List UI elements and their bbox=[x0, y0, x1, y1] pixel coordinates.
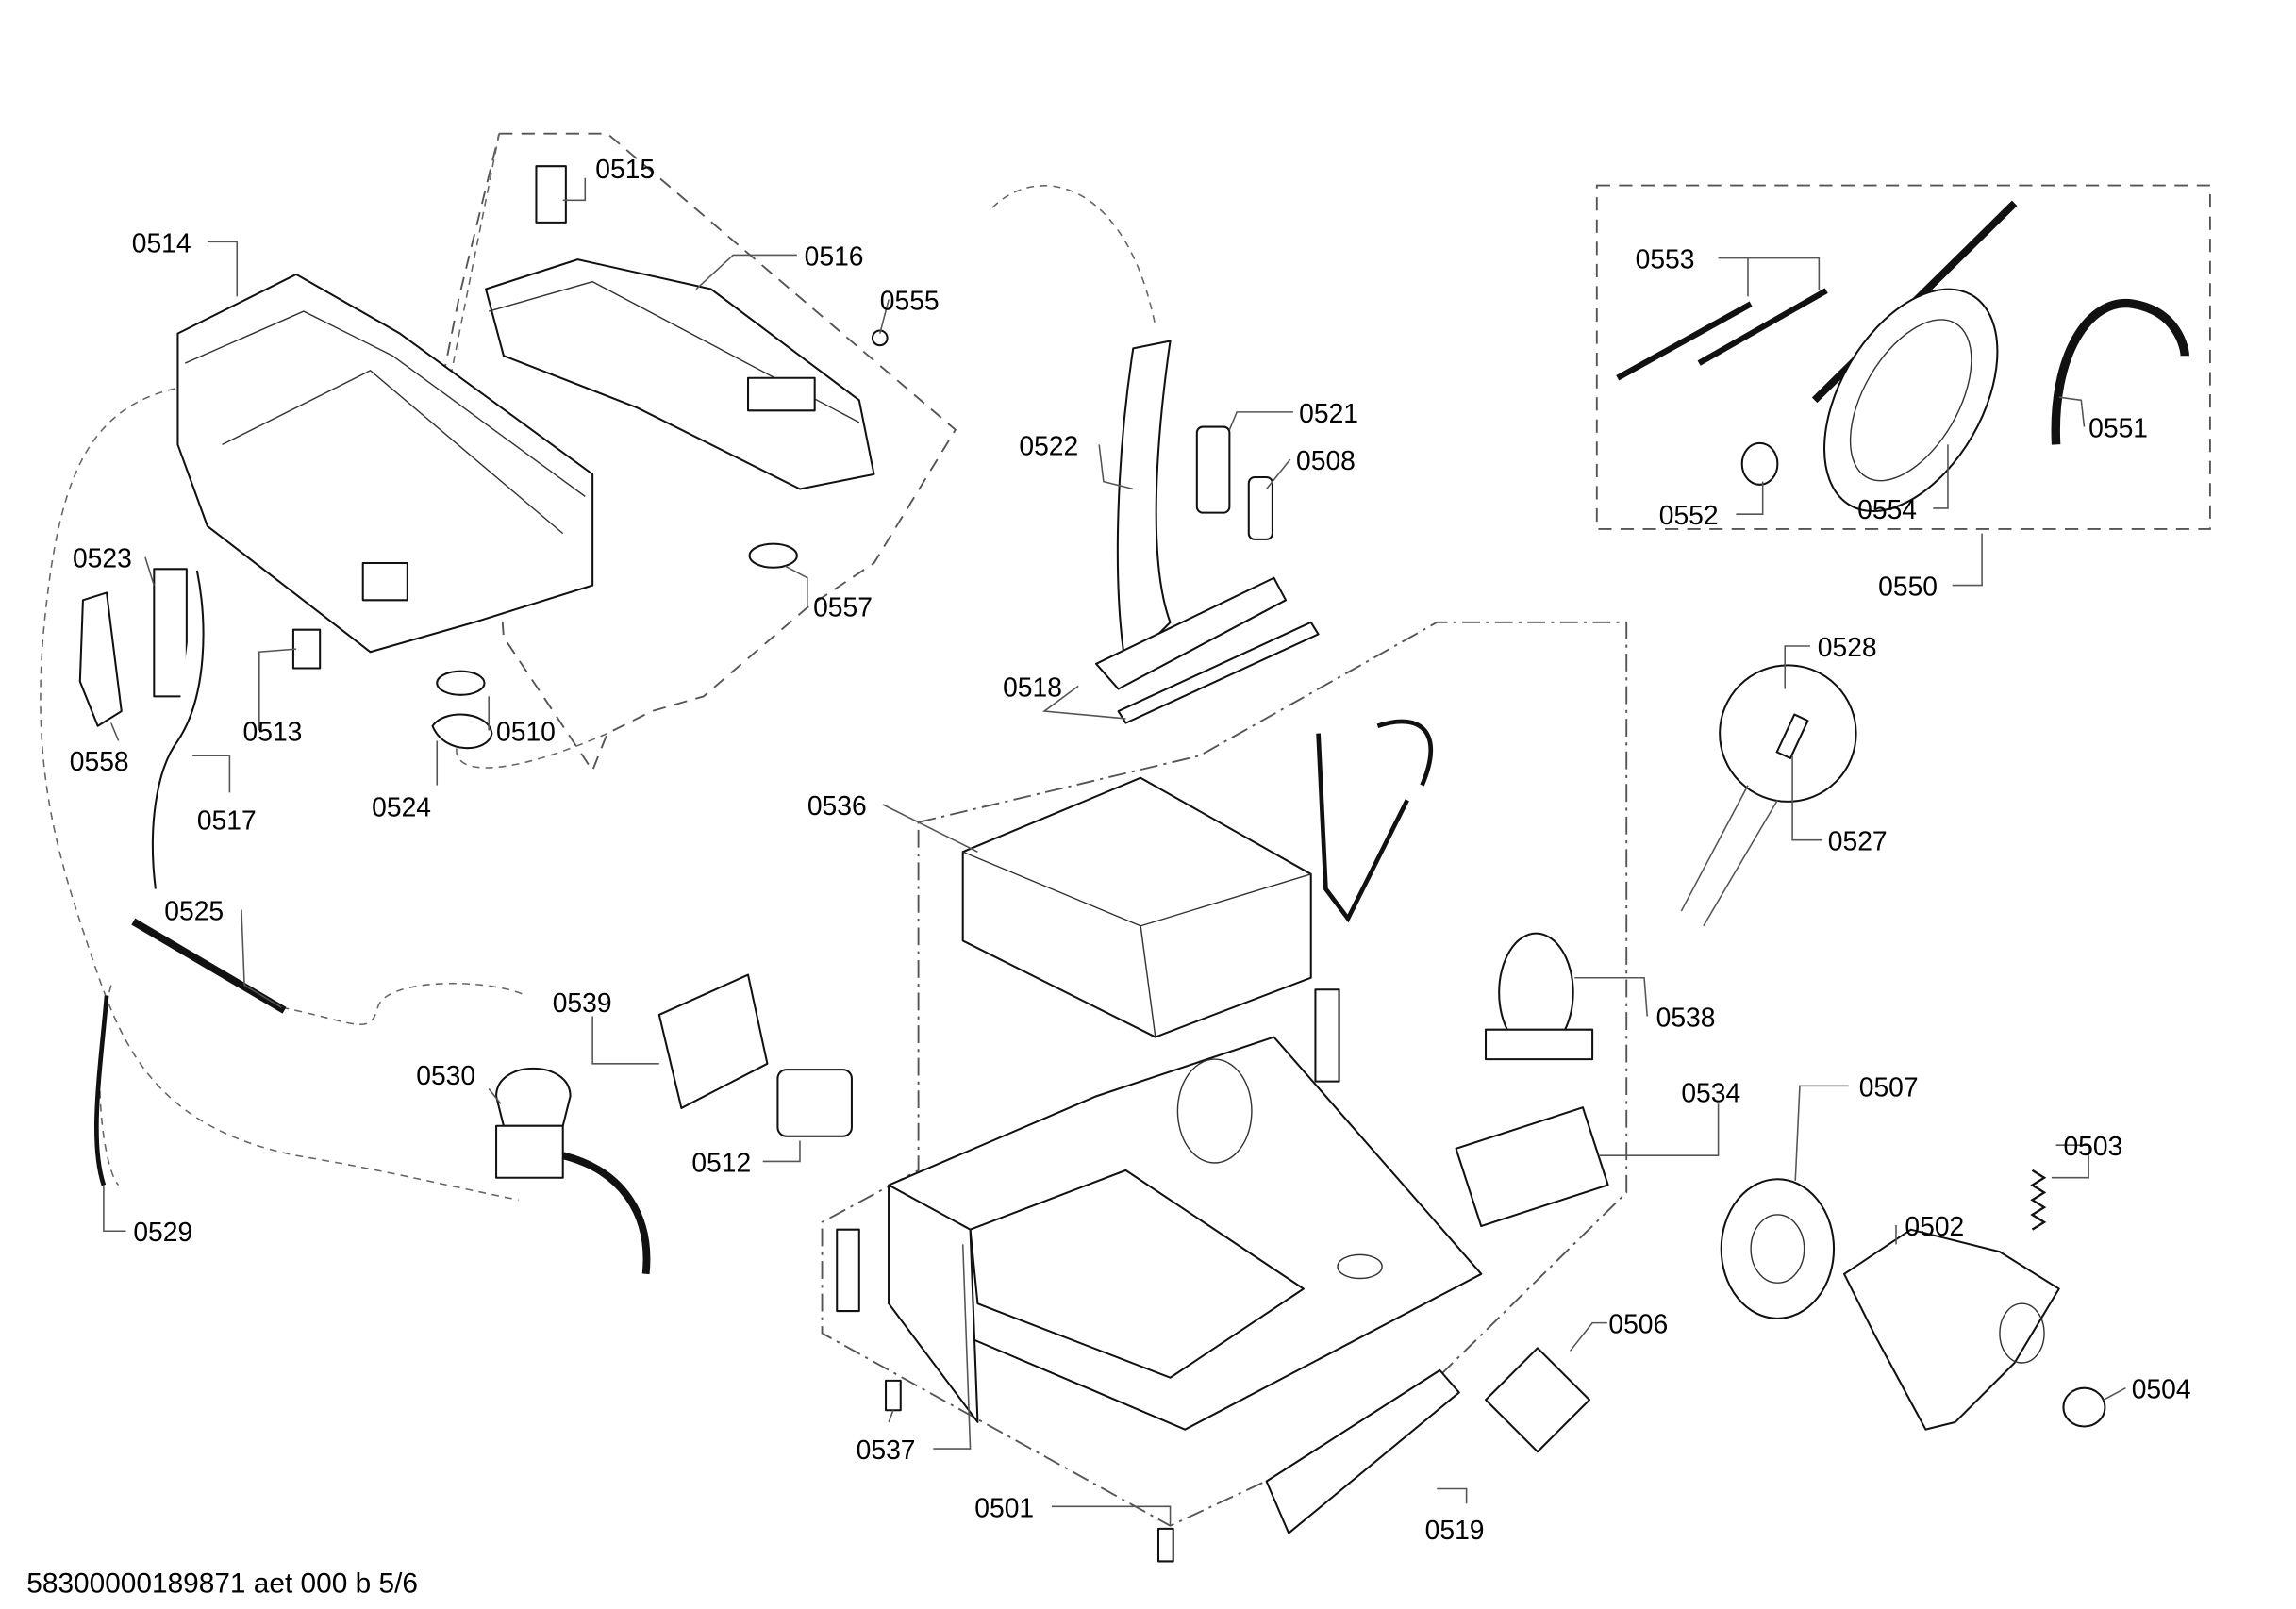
hose-coil-inner bbox=[1849, 319, 1972, 482]
pipe-part-refrigerant bbox=[1316, 719, 1434, 923]
screw-part-0537 bbox=[885, 1379, 902, 1412]
pump-part bbox=[495, 1068, 651, 1275]
part-label-0510[interactable]: 0510 bbox=[496, 716, 556, 746]
valve-part-0512 bbox=[776, 1069, 853, 1137]
part-label-0523[interactable]: 0523 bbox=[73, 543, 132, 573]
part-label-0513[interactable]: 0513 bbox=[243, 716, 303, 746]
bracket-part-0523 bbox=[153, 568, 188, 698]
part-label-0527[interactable]: 0527 bbox=[1828, 826, 1888, 856]
part-label-0554[interactable]: 0554 bbox=[1857, 494, 1917, 524]
part-label-0557[interactable]: 0557 bbox=[813, 592, 873, 622]
part-label-0551[interactable]: 0551 bbox=[2088, 413, 2148, 443]
part-label-0553[interactable]: 0553 bbox=[1636, 244, 1695, 274]
holder-part-0558 bbox=[78, 591, 123, 727]
part-number-labels: 0515 0514 0516 0555 0553 0521 0522 0508 … bbox=[70, 154, 2191, 1545]
group-outline-base-assembly bbox=[821, 621, 1628, 1527]
pulley-part-0504 bbox=[2062, 1386, 2106, 1428]
part-label-0524[interactable]: 0524 bbox=[372, 792, 431, 822]
part-label-0550[interactable]: 0550 bbox=[1878, 572, 1938, 602]
switch-part-0513 bbox=[291, 628, 322, 670]
hose-coil-part-0554 bbox=[1823, 288, 1999, 513]
part-label-0514[interactable]: 0514 bbox=[132, 227, 191, 257]
group-outline-kit-0550 bbox=[1595, 184, 2211, 530]
part-label-0518[interactable]: 0518 bbox=[1003, 672, 1062, 702]
tank-cover-part bbox=[485, 258, 875, 490]
detail-leader-a bbox=[1680, 785, 1749, 912]
part-label-0555[interactable]: 0555 bbox=[880, 286, 940, 316]
cable-tie-part-2 bbox=[1697, 288, 1828, 366]
filter-insert-part bbox=[535, 165, 567, 224]
part-label-0522[interactable]: 0522 bbox=[1019, 430, 1078, 460]
part-label-0528[interactable]: 0528 bbox=[1818, 632, 1877, 662]
tube-part-0525 bbox=[131, 918, 287, 1014]
part-label-0529[interactable]: 0529 bbox=[133, 1217, 192, 1247]
part-label-0515[interactable]: 0515 bbox=[595, 154, 655, 184]
cable-tie-part-1 bbox=[1616, 301, 1753, 381]
sensor-part-0527 bbox=[1775, 713, 1809, 760]
spring-part-0503 bbox=[2030, 1169, 2047, 1231]
part-label-0503[interactable]: 0503 bbox=[2063, 1131, 2122, 1161]
base-housing-part bbox=[888, 1036, 1483, 1431]
part-label-0530[interactable]: 0530 bbox=[416, 1060, 475, 1090]
leader-lines bbox=[103, 177, 2126, 1526]
seal-part-0510 bbox=[436, 670, 486, 696]
capacitor-part-0508 bbox=[1247, 475, 1273, 540]
frame-part-0518 bbox=[1095, 576, 1288, 690]
part-label-0538[interactable]: 0538 bbox=[1656, 1003, 1716, 1033]
water-tank-part bbox=[176, 273, 594, 654]
part-label-0558[interactable]: 0558 bbox=[70, 746, 129, 776]
cable-part-0529 bbox=[94, 995, 109, 1186]
fan-wheel-part-0507 bbox=[1720, 1178, 1836, 1319]
part-label-0516[interactable]: 0516 bbox=[805, 241, 864, 271]
part-label-0539[interactable]: 0539 bbox=[553, 987, 612, 1018]
part-label-0519[interactable]: 0519 bbox=[1425, 1515, 1485, 1545]
bracket-part-side bbox=[1314, 988, 1340, 1083]
part-label-0536[interactable]: 0536 bbox=[807, 790, 867, 821]
group-outline-hose-route bbox=[40, 133, 1156, 1202]
motor-part-0502 bbox=[1843, 1228, 2060, 1431]
part-label-0508[interactable]: 0508 bbox=[1296, 445, 1356, 475]
bracket-part-0534 bbox=[1455, 1106, 1609, 1228]
part-label-0521[interactable]: 0521 bbox=[1299, 398, 1358, 428]
part-label-0537[interactable]: 0537 bbox=[857, 1435, 916, 1465]
seal-frame-part-0519 bbox=[1265, 1368, 1460, 1534]
seal-ring-part bbox=[748, 542, 798, 569]
gasket-part-0524 bbox=[431, 713, 493, 750]
part-label-0525[interactable]: 0525 bbox=[164, 895, 224, 925]
hose-part-0517 bbox=[151, 570, 205, 889]
part-label-0512[interactable]: 0512 bbox=[691, 1147, 751, 1177]
part-label-0517[interactable]: 0517 bbox=[197, 805, 257, 836]
document-reference-footer: 58300000189871 aet 000 b 5/6 bbox=[26, 1568, 418, 1599]
part-label-0504[interactable]: 0504 bbox=[2132, 1374, 2191, 1404]
part-label-0552[interactable]: 0552 bbox=[1659, 500, 1719, 530]
condensate-pipe-part bbox=[1116, 340, 1172, 668]
nozzle-part-0552 bbox=[1740, 441, 1779, 486]
cap-part bbox=[871, 329, 889, 347]
part-label-0534[interactable]: 0534 bbox=[1681, 1078, 1740, 1108]
bracket-part-0538-base bbox=[1485, 1028, 1594, 1061]
heat-exchanger-part bbox=[961, 776, 1312, 1038]
bracket-part-0551 bbox=[2051, 298, 2189, 445]
part-label-0501[interactable]: 0501 bbox=[974, 1492, 1034, 1522]
part-label-0506[interactable]: 0506 bbox=[1608, 1309, 1668, 1339]
part-label-0507[interactable]: 0507 bbox=[1859, 1071, 1919, 1102]
screw-part-0501 bbox=[1156, 1527, 1174, 1563]
fan-part-0506 bbox=[1485, 1347, 1590, 1453]
detail-leader-b bbox=[1703, 799, 1779, 927]
clip-part-0537-side bbox=[836, 1228, 860, 1313]
control-board-part-0539 bbox=[657, 973, 769, 1109]
part-label-0502[interactable]: 0502 bbox=[1905, 1211, 1964, 1241]
capacitor-part-0521 bbox=[1195, 425, 1231, 514]
